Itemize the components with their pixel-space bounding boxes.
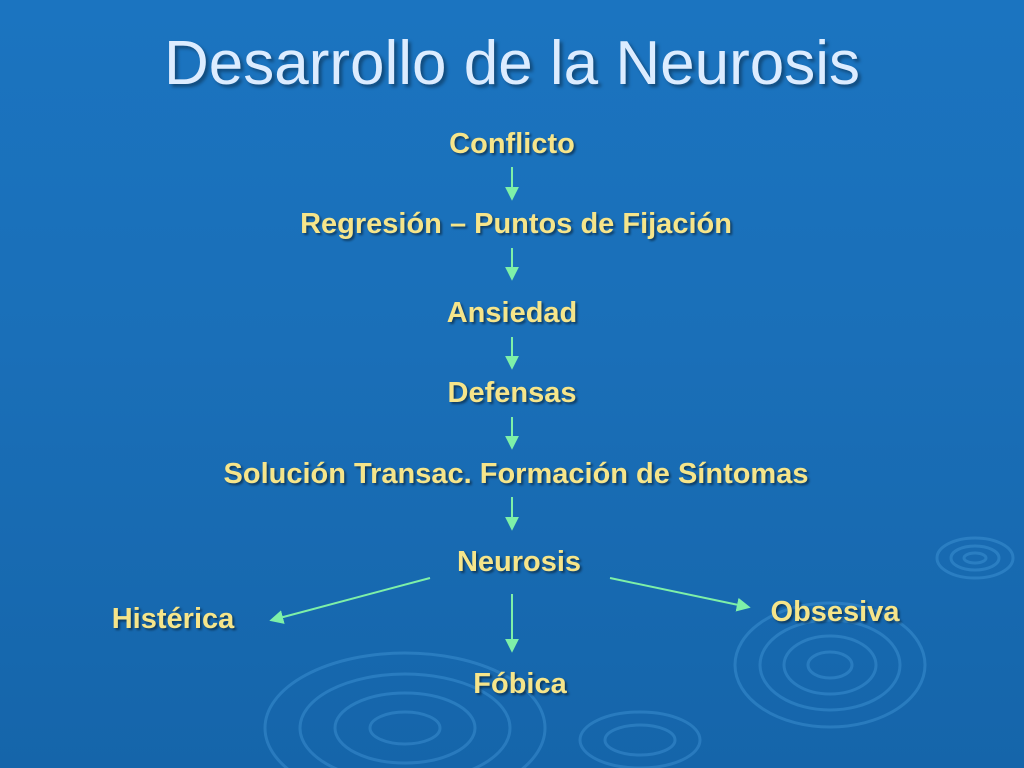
arrow-neurosis-obsesiva (609, 577, 751, 612)
node-solucion: Solución Transac. Formación de Síntomas (223, 458, 809, 490)
node-conflicto: Conflicto (449, 128, 575, 160)
node-histerica: Histérica (111, 603, 235, 635)
node-regresion: Regresión – Puntos de Fijación (300, 208, 732, 240)
node-defensas: Defensas (447, 377, 577, 409)
node-neurosis: Neurosis (456, 546, 582, 578)
node-ansiedad: Ansiedad (446, 297, 578, 329)
arrow-neurosis-histerica (269, 577, 431, 624)
slide-title: Desarrollo de la Neurosis (163, 29, 861, 98)
node-obsesiva: Obsesiva (770, 596, 900, 628)
node-fobica: Fóbica (473, 668, 567, 700)
